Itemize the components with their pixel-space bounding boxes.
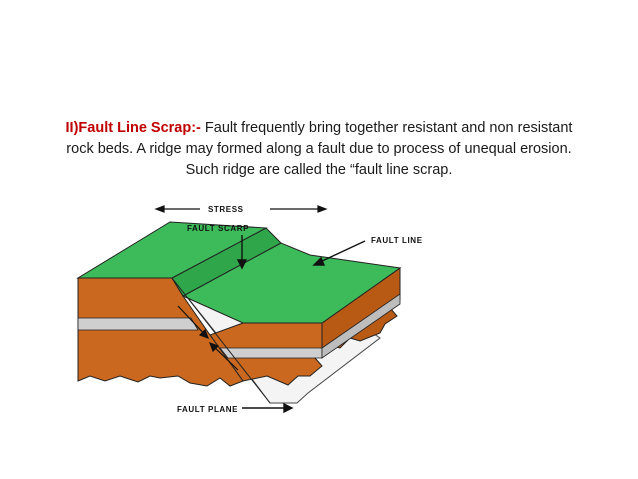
fault-plane-arrow <box>242 402 294 414</box>
label-fault-line: FAULT LINE <box>371 236 423 245</box>
label-fault-scarp: FAULT SCARP <box>187 224 249 233</box>
displacement-arrows <box>177 305 239 371</box>
left-block-front <box>77 277 244 387</box>
stress-arrows <box>154 205 328 213</box>
right-block-bed-stripe <box>219 347 323 359</box>
caption-text: II)Fault Line Scrap:- Fault frequently b… <box>28 118 610 181</box>
fault-scarp-arrow <box>236 235 248 270</box>
caption-heading: II)Fault Line Scrap:- <box>65 120 201 136</box>
fault-plane-outline <box>171 277 271 404</box>
caption-line-3: Such ridge are called the “fault line sc… <box>185 162 453 178</box>
label-fault-plane: FAULT PLANE <box>177 405 238 414</box>
caption-line-1: II)Fault Line Scrap:- Fault frequently b… <box>28 118 610 139</box>
label-stress: STRESS <box>208 205 244 214</box>
fault-block-diagram: STRESS FAULT SCARP FAULT LINE FAULT PLAN… <box>76 205 423 414</box>
left-block-bed-stripe <box>77 317 199 331</box>
fault-line-arrow <box>312 240 366 266</box>
caption-line-1-text: Fault frequently bring together resistan… <box>200 120 573 136</box>
left-block-top <box>76 221 268 279</box>
right-side-bed-stripe <box>321 293 401 359</box>
caption-line-2: rock beds. A ridge may formed along a fa… <box>66 141 572 157</box>
